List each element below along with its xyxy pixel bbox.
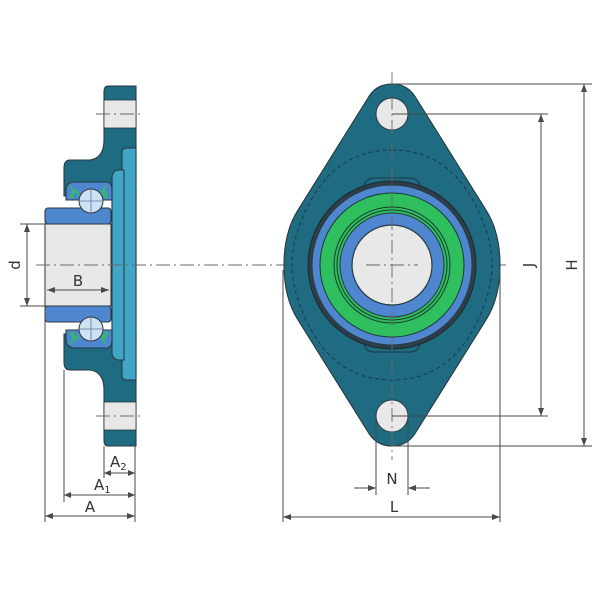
dim-label-h: H xyxy=(563,259,581,270)
ball-lower xyxy=(78,316,104,342)
dim-label-a2: A2 xyxy=(110,453,127,473)
dim-label-a1: A1 xyxy=(94,476,111,496)
dim-label-j: J xyxy=(520,263,538,268)
seal-upper xyxy=(69,185,109,199)
front-view xyxy=(283,72,501,460)
dim-label-l: L xyxy=(390,498,399,516)
cover-plate xyxy=(121,147,137,381)
side-section-view xyxy=(44,85,142,447)
dim-label-n: N xyxy=(386,470,397,488)
inner-ring-lower xyxy=(44,305,112,323)
housing-hidden-outline xyxy=(291,149,493,381)
dim-label-a: A xyxy=(85,498,96,516)
dim-label-d: d xyxy=(6,260,24,270)
ball-upper xyxy=(78,188,104,214)
dim-label-b: B xyxy=(73,272,83,290)
dimensions: d B A2 A1 A N xyxy=(6,83,592,522)
inner-ring-upper xyxy=(44,207,112,225)
